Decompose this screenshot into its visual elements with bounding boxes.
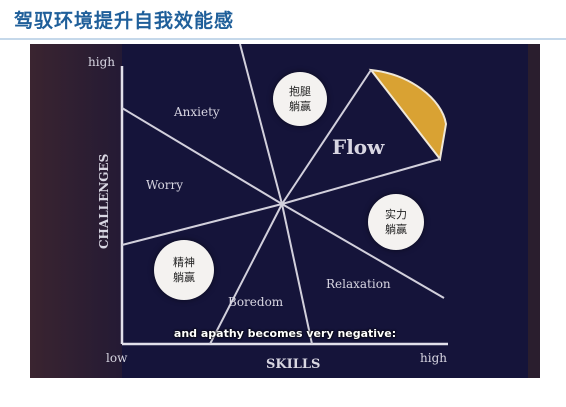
- line-to-left: [121, 203, 283, 246]
- y-axis-title: CHALLENGES: [97, 154, 111, 249]
- x-low-label: low: [106, 351, 128, 365]
- line-to-top-left: [239, 44, 283, 205]
- zone-anxiety: Anxiety: [173, 105, 220, 119]
- line-to-right: [281, 203, 445, 299]
- slide-title: 驾驭环境提升自我效能感: [14, 10, 235, 32]
- bubble-spirit-win-line1: 精神: [173, 256, 195, 269]
- bubble-leech-win-line1: 抱腿: [289, 85, 311, 98]
- bubble-spirit-win-line2: 躺赢: [173, 271, 195, 284]
- line-to-bottom-right: [281, 203, 313, 345]
- line-to-bottom-left: [209, 203, 283, 345]
- x-axis-title: SKILLS: [266, 357, 320, 372]
- bubble-skill-win: 实力 躺赢: [368, 194, 424, 250]
- line-to-upper-right: [281, 158, 441, 205]
- video-frame[interactable]: high low high SKILLS CHALLENGES Anxiety …: [30, 44, 540, 378]
- line-to-upper-left: [121, 107, 283, 205]
- bubble-leech-win: 抱腿 躺赢: [273, 72, 327, 126]
- video-left-shade: [30, 44, 122, 378]
- zone-relaxation: Relaxation: [326, 277, 391, 291]
- flow-diagram: high low high SKILLS CHALLENGES Anxiety …: [88, 44, 448, 372]
- zone-boredom: Boredom: [228, 295, 284, 309]
- bubble-skill-win-line1: 实力: [385, 208, 407, 221]
- y-high-label: high: [88, 55, 115, 69]
- bubble-spirit-win: 精神 躺赢: [154, 240, 214, 300]
- x-high-label: high: [420, 351, 447, 365]
- zone-worry: Worry: [146, 178, 183, 192]
- bubble-skill-win-line2: 躺赢: [385, 223, 407, 236]
- flow-highlight-wedge: [368, 68, 448, 162]
- video-subtitle: and apathy becomes very negative:: [173, 327, 397, 340]
- line-to-top-right: [281, 69, 372, 205]
- title-divider: [0, 38, 566, 40]
- video-right-shade: [528, 44, 540, 378]
- zone-flow: Flow: [332, 135, 385, 159]
- bubble-leech-win-line2: 躺赢: [289, 100, 311, 113]
